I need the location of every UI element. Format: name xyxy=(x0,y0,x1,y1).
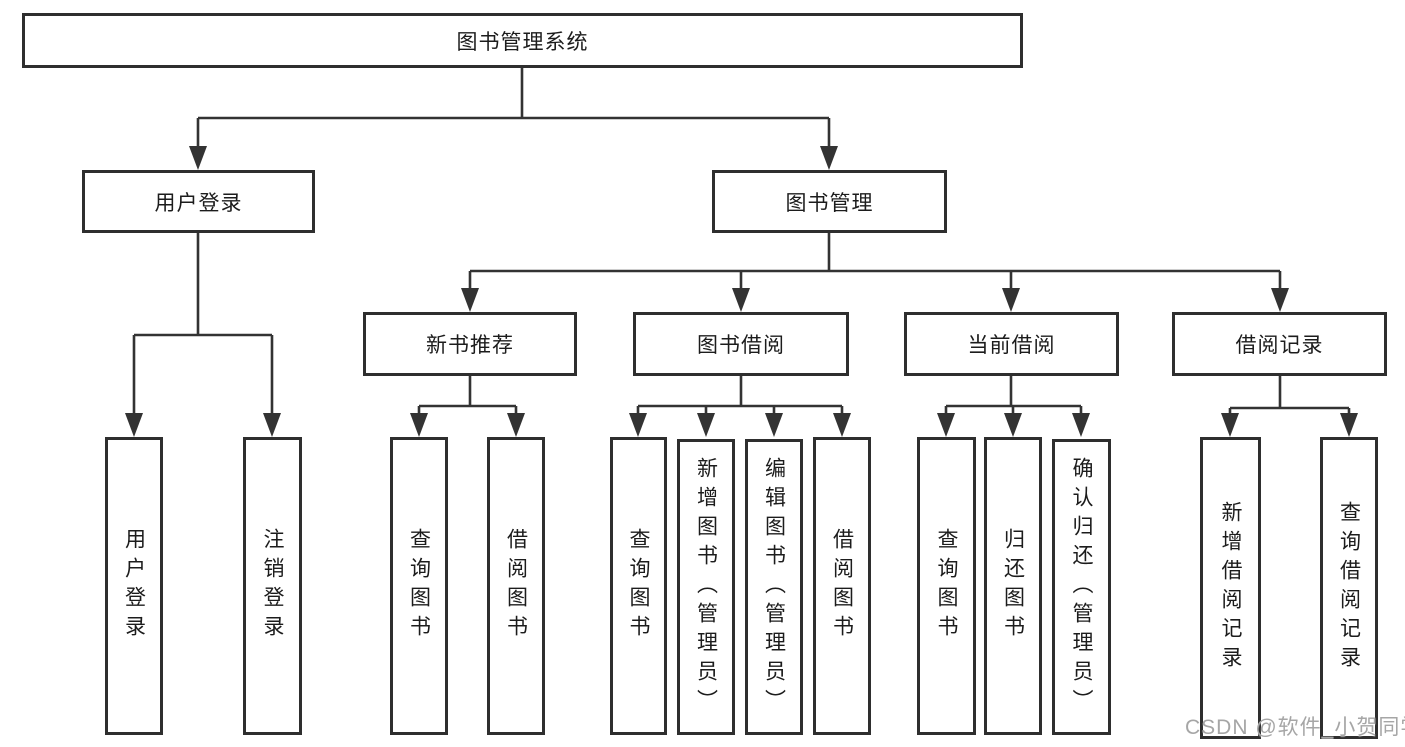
leaf-query-book-1-label: 查询图书 xyxy=(407,528,431,644)
arrow-current-borrow xyxy=(1002,288,1020,312)
node-book-borrow-label: 图书借阅 xyxy=(697,334,785,357)
leaf-logout: 注销登录 xyxy=(243,437,302,735)
arrow-borrow-record xyxy=(1271,288,1289,312)
arrow-leaf-borrow-book-1 xyxy=(507,413,525,437)
connector-root-branch xyxy=(196,68,831,150)
leaf-user-login-label: 用户登录 xyxy=(122,528,146,644)
arrow-leaf-logout xyxy=(263,413,281,437)
leaf-add-borrow-record-label: 新增借阅记录 xyxy=(1219,501,1242,675)
connector-user-login-branch xyxy=(132,233,274,416)
connector-book-borrow-branch xyxy=(636,376,844,417)
leaf-edit-book-admin: 编辑图书（管理员） xyxy=(745,439,803,735)
leaf-query-book-3: 查询图书 xyxy=(917,437,976,735)
watermark-text: CSDN @软件_小贺同学 xyxy=(1185,716,1405,739)
arrow-book-borrow xyxy=(732,288,750,312)
leaf-query-book-2: 查询图书 xyxy=(610,437,667,735)
connector-borrow-record-branch xyxy=(1228,376,1351,417)
leaf-return-book-label: 归还图书 xyxy=(1001,528,1025,644)
node-book-management: 图书管理 xyxy=(712,170,947,233)
arrow-new-book-recommend xyxy=(461,288,479,312)
leaf-query-book-3-label: 查询图书 xyxy=(935,528,958,644)
arrow-leaf-add-record xyxy=(1221,413,1239,437)
leaf-add-book-admin: 新增图书（管理员） xyxy=(677,439,735,735)
leaf-add-borrow-record: 新增借阅记录 xyxy=(1200,437,1261,739)
leaf-logout-label: 注销登录 xyxy=(261,528,284,644)
leaf-confirm-return-admin: 确认归还（管理员） xyxy=(1052,439,1111,735)
arrow-leaf-query-record xyxy=(1340,413,1358,437)
root-node-system: 图书管理系统 xyxy=(22,13,1023,68)
arrow-leaf-query-book-2 xyxy=(629,413,647,437)
connector-book-management-branch xyxy=(468,233,1282,292)
arrow-leaf-user-login xyxy=(125,413,143,437)
arrow-leaf-edit-book xyxy=(765,413,783,437)
node-borrow-record-label: 借阅记录 xyxy=(1235,334,1324,357)
leaf-confirm-return-admin-label: 确认归还（管理员） xyxy=(1070,456,1093,718)
node-user-login: 用户登录 xyxy=(82,170,315,233)
node-borrow-record: 借阅记录 xyxy=(1172,312,1387,376)
connector-new-book-branch xyxy=(417,376,518,417)
arrow-book-management xyxy=(820,146,838,170)
leaf-query-book-2-label: 查询图书 xyxy=(627,528,650,644)
leaf-user-login: 用户登录 xyxy=(105,437,163,735)
node-book-borrow: 图书借阅 xyxy=(633,312,849,376)
node-new-book-recommend-label: 新书推荐 xyxy=(426,334,514,357)
leaf-borrow-book-2-label: 借阅图书 xyxy=(830,528,854,644)
node-user-login-label: 用户登录 xyxy=(154,191,243,215)
leaf-return-book: 归还图书 xyxy=(984,437,1042,735)
leaf-query-borrow-record-label: 查询借阅记录 xyxy=(1337,501,1361,675)
arrow-leaf-query-book-1 xyxy=(410,413,428,437)
arrow-leaf-return-book xyxy=(1004,413,1022,437)
leaf-query-book-1: 查询图书 xyxy=(390,437,448,735)
leaf-borrow-book-2: 借阅图书 xyxy=(813,437,871,735)
node-current-borrow: 当前借阅 xyxy=(904,312,1119,376)
arrow-user-login xyxy=(189,146,207,170)
connector-current-borrow-branch xyxy=(944,376,1083,417)
leaf-query-borrow-record: 查询借阅记录 xyxy=(1320,437,1378,739)
arrow-leaf-add-book xyxy=(697,413,715,437)
root-node-label: 图书管理系统 xyxy=(456,30,589,54)
node-current-borrow-label: 当前借阅 xyxy=(967,334,1056,357)
arrow-leaf-confirm-return xyxy=(1072,413,1090,437)
node-new-book-recommend: 新书推荐 xyxy=(363,312,577,376)
leaf-edit-book-admin-label: 编辑图书（管理员） xyxy=(762,456,786,718)
node-book-management-label: 图书管理 xyxy=(785,191,874,215)
leaf-borrow-book-1: 借阅图书 xyxy=(487,437,545,735)
leaf-borrow-book-1-label: 借阅图书 xyxy=(504,528,528,644)
arrow-leaf-query-book-3 xyxy=(937,413,955,437)
leaf-add-book-admin-label: 新增图书（管理员） xyxy=(694,456,718,718)
arrow-leaf-borrow-book-2 xyxy=(833,413,851,437)
